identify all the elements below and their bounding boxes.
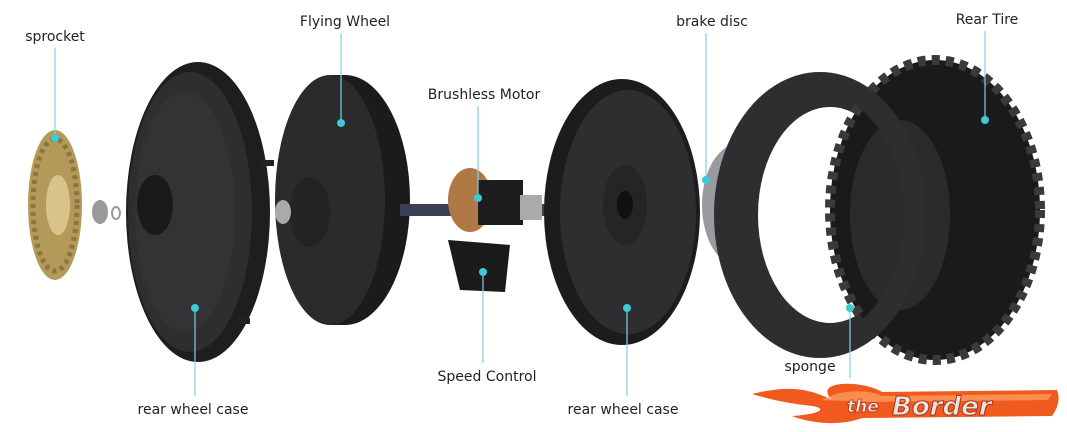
rear-wheel-case-right-part xyxy=(544,79,700,345)
brushless-motor-part xyxy=(400,168,560,232)
svg-text:Border: Border xyxy=(892,392,994,422)
label-speed-control: Speed Control xyxy=(437,369,537,385)
label-sprocket: sprocket xyxy=(25,29,85,45)
rear-tire-part xyxy=(714,55,1045,365)
speed-control-part xyxy=(448,240,510,292)
leader-lines xyxy=(54,31,986,396)
label-brushless-motor: Brushless Motor xyxy=(427,87,541,103)
rear-wheel-case-left-part xyxy=(126,62,274,362)
leader-dots xyxy=(51,116,989,312)
flying-wheel-part xyxy=(275,75,410,325)
label-brake-disc: brake disc xyxy=(676,14,748,30)
label-rear-tire: Rear Tire xyxy=(955,12,1019,28)
the-border-logo: the Border xyxy=(752,383,1059,424)
label-rear-wheel-case-left: rear wheel case xyxy=(137,402,249,418)
svg-text:the: the xyxy=(847,397,879,417)
sprocket-part xyxy=(28,130,121,280)
label-sponge: sponge xyxy=(784,359,836,375)
label-rear-wheel-case-right: rear wheel case xyxy=(567,402,679,418)
label-flying-wheel: Flying Wheel xyxy=(299,14,391,30)
